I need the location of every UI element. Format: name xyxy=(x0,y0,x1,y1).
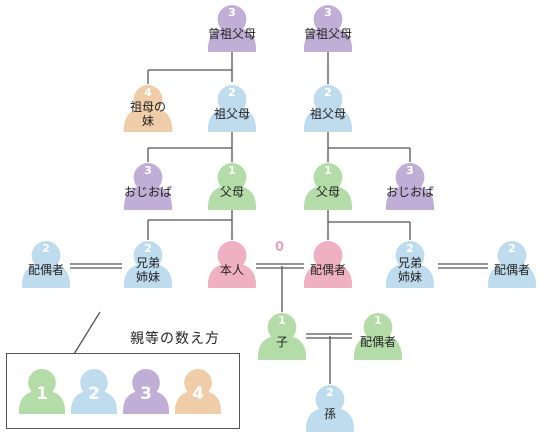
person-icon xyxy=(208,163,256,210)
relation-label: 兄弟 姉妹 xyxy=(397,256,422,284)
person-icon xyxy=(208,85,256,132)
degree-number: 3 xyxy=(228,6,236,19)
relation-label: 孫 xyxy=(323,407,336,422)
relation-label: 配偶者 xyxy=(309,263,346,278)
relation-label: 兄弟 姉妹 xyxy=(135,256,160,284)
legend-degree-number: 3 xyxy=(140,384,152,404)
legend-degree-number: 1 xyxy=(36,384,48,404)
person-child-spouse: 1 配偶者 xyxy=(354,312,402,360)
degree-number: 3 xyxy=(406,164,414,177)
person-parent-right: 1 父母 xyxy=(304,162,352,210)
person-icon xyxy=(386,163,434,210)
person-icon xyxy=(208,241,256,288)
degree-number: 1 xyxy=(324,164,332,177)
degree-number: 2 xyxy=(42,242,50,255)
relation-label: 父母 xyxy=(219,185,244,200)
degree-number: 1 xyxy=(374,314,382,327)
relation-label: 祖母の 妹 xyxy=(129,100,166,128)
person-icon xyxy=(124,85,172,132)
relation-label: 本人 xyxy=(219,263,244,278)
person-icon xyxy=(488,241,536,288)
person-self: 本人 xyxy=(208,240,256,288)
person-icon xyxy=(71,369,117,414)
person-icon xyxy=(354,313,402,360)
person-icon xyxy=(123,369,169,414)
degree-number: 2 xyxy=(144,242,152,255)
degree-number: 1 xyxy=(278,314,286,327)
degree-number: 2 xyxy=(508,242,516,255)
person-icon xyxy=(304,5,352,52)
relation-label: 曾祖父母 xyxy=(207,27,256,42)
relation-label: おじおば xyxy=(123,185,172,200)
relation-label: 配偶者 xyxy=(27,263,64,278)
person-uncle-right: 3 おじおば xyxy=(386,162,434,210)
person-sibling-spouse-right: 2 配偶者 xyxy=(488,240,536,288)
person-icon xyxy=(175,369,221,414)
degree-number: 4 xyxy=(144,86,152,99)
degree-number: 2 xyxy=(324,86,332,99)
legend-item-3: 3 xyxy=(123,368,169,414)
person-parent-left: 1 父母 xyxy=(208,162,256,210)
degree-number: 1 xyxy=(228,164,236,177)
person-gp-left: 2 祖父母 xyxy=(208,84,256,132)
relation-label: 祖父母 xyxy=(213,107,250,122)
person-icon xyxy=(124,241,172,288)
relation-label: 配偶者 xyxy=(493,263,530,278)
legend-item-1: 1 xyxy=(19,368,65,414)
person-icon xyxy=(258,313,306,360)
relation-label: 子 xyxy=(275,335,288,350)
degree-number: 3 xyxy=(144,164,152,177)
relation-label: 祖父母 xyxy=(309,107,346,122)
person-icon xyxy=(304,163,352,210)
person-icon xyxy=(306,385,354,432)
legend-title: 親等の数え方 xyxy=(130,331,220,347)
person-gg-right: 3 曾祖父母 xyxy=(304,4,352,52)
person-icon xyxy=(19,369,65,414)
degree-number: 2 xyxy=(406,242,414,255)
degree-number: 2 xyxy=(228,86,236,99)
legend-degree-number: 4 xyxy=(192,384,204,404)
person-icon xyxy=(304,241,352,288)
legend-item-2: 2 xyxy=(71,368,117,414)
degree-number: 2 xyxy=(326,386,334,399)
degree-number: 3 xyxy=(324,6,332,19)
person-icon xyxy=(208,5,256,52)
person-spouse: 配偶者 xyxy=(304,240,352,288)
person-icon xyxy=(124,163,172,210)
person-uncle-left: 3 おじおば xyxy=(124,162,172,210)
relation-label: 父母 xyxy=(315,185,340,200)
person-gg-left: 3 曾祖父母 xyxy=(208,4,256,52)
relation-label: 配偶者 xyxy=(359,335,396,350)
legend-box xyxy=(6,353,240,429)
relation-label: 曾祖父母 xyxy=(303,27,352,42)
person-icon xyxy=(386,241,434,288)
person-gp-right: 2 祖父母 xyxy=(304,84,352,132)
person-icon xyxy=(304,85,352,132)
person-icon xyxy=(22,241,70,288)
legend-item-4: 4 xyxy=(175,368,221,414)
relation-label: おじおば xyxy=(385,185,434,200)
legend-degree-number: 2 xyxy=(88,384,100,404)
self-degree-zero: 0 xyxy=(275,240,285,255)
person-sibling-spouse-left: 2 配偶者 xyxy=(22,240,70,288)
